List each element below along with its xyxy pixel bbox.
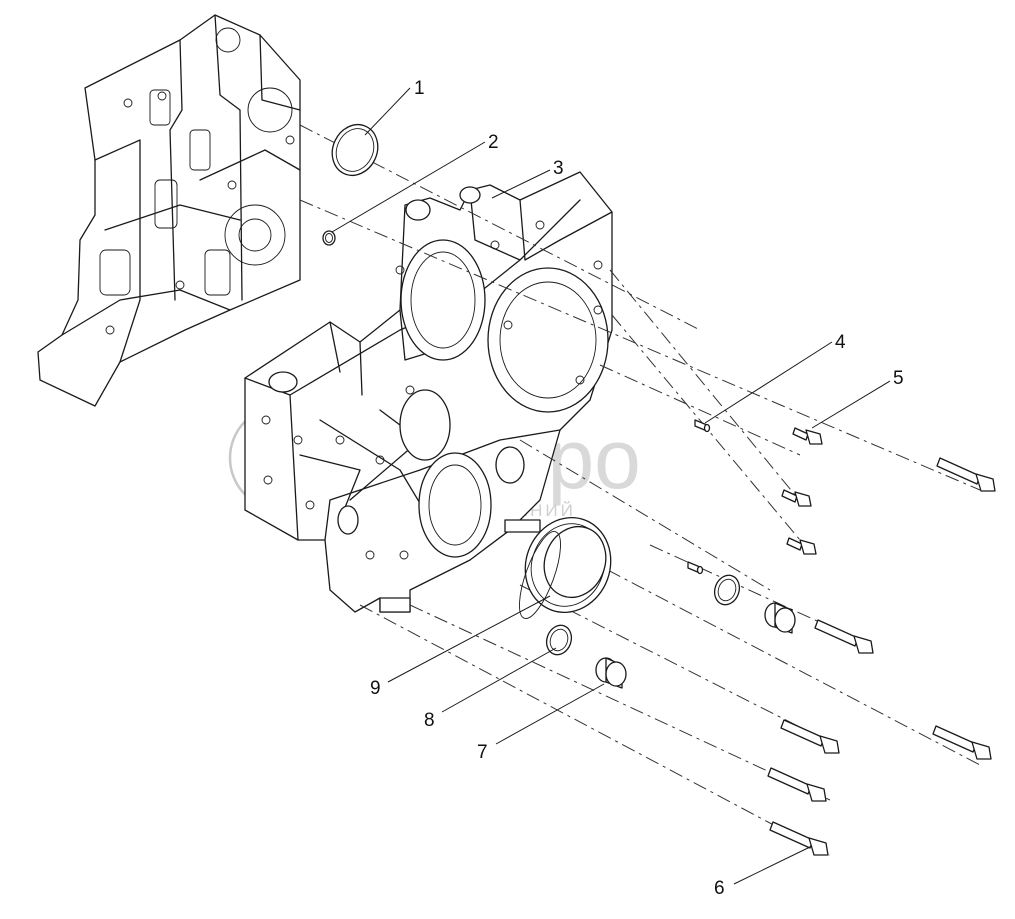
part-dowel-pin-lower (687, 561, 704, 575)
engine-block (37, 14, 301, 407)
bolt-long-6 (769, 821, 829, 856)
part-o-ring-8 (545, 624, 573, 656)
callout-4: 4 (835, 332, 846, 353)
bolt-short-5a (792, 427, 823, 445)
bolt-long-lower-b (767, 767, 827, 802)
part-o-ring-1 (331, 124, 379, 176)
part-small-o-ring-2 (322, 230, 336, 246)
leader-lines (331, 87, 891, 885)
callout-3: 3 (553, 158, 564, 179)
callout-5: 5 (893, 368, 904, 389)
bolt-long-upper (936, 457, 996, 492)
callout-6: 6 (714, 878, 725, 899)
bolt-long-middle (814, 619, 874, 654)
bolt-short-c (786, 537, 817, 555)
callout-9: 9 (370, 678, 381, 699)
part-crank-seal-9 (519, 517, 612, 619)
part-o-ring-upper (713, 574, 741, 606)
callout-1: 1 (414, 78, 425, 99)
callouts: 1 2 3 4 5 6 7 8 9 (370, 78, 904, 899)
callout-8: 8 (424, 710, 435, 731)
bolt-long-right (932, 725, 992, 760)
part-plug-7 (595, 657, 627, 689)
bolt-short-b (781, 489, 812, 507)
front-cover (244, 171, 613, 613)
bolt-long-lower-a (780, 719, 840, 754)
callout-7: 7 (477, 742, 488, 763)
part-plug-upper (764, 602, 796, 634)
part-dowel-pin-4 (694, 419, 711, 433)
callout-2: 2 (488, 132, 499, 153)
